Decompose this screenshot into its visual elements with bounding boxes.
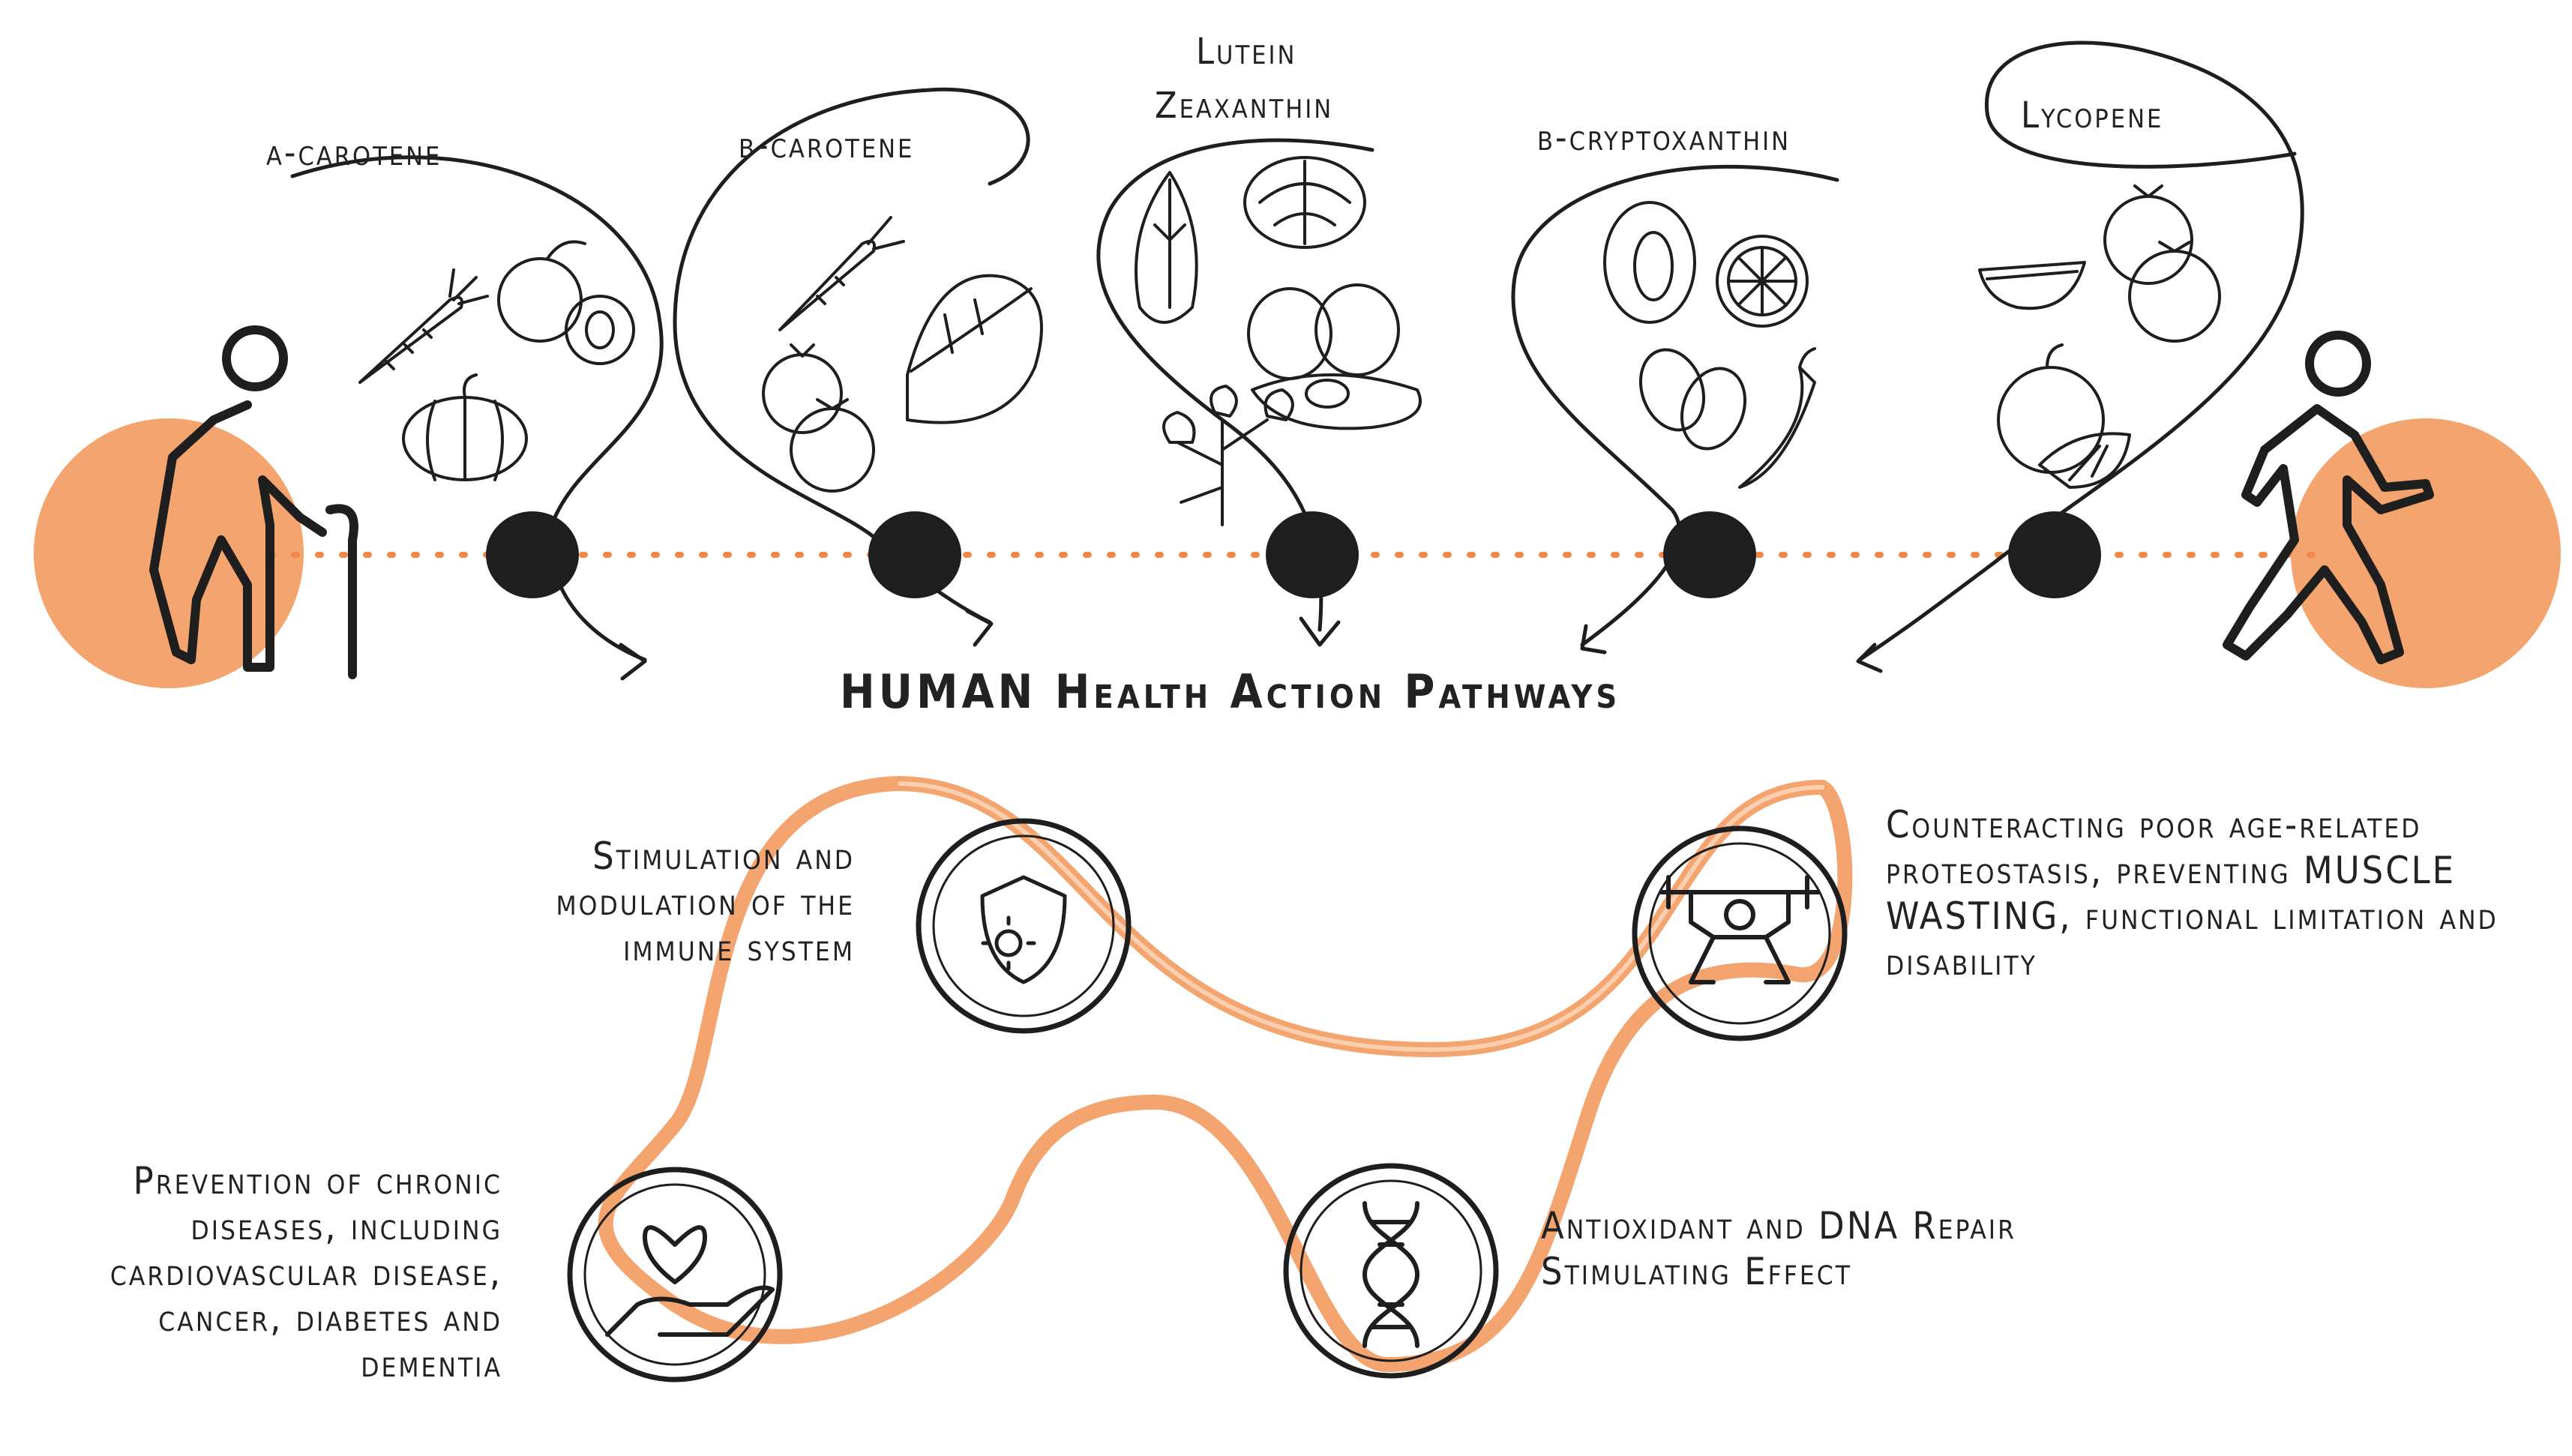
antioxidant-icon-circle <box>1283 1163 1499 1379</box>
timeline-dot-beta <box>868 511 961 598</box>
pathway-connector <box>598 776 1853 1372</box>
elderly-person-with-cane-icon <box>149 325 358 679</box>
carrot-icon <box>778 216 905 331</box>
diagram-title: HUMAN Health Action Pathways <box>840 664 1621 719</box>
pathway-muscle-text: Counteracting poor age-related proteosta… <box>1886 803 2499 984</box>
immune-icon-circle <box>916 818 1132 1034</box>
left-orange-circle <box>34 418 304 688</box>
watermelon-icon <box>1978 261 2086 310</box>
papaya-icon <box>1603 201 1696 324</box>
orange-slice-icon <box>1716 235 1809 328</box>
cabbage-icon <box>1243 156 1366 249</box>
beta-cryptoxanthin-label: β-cryptoxanthin <box>1537 117 1791 159</box>
tomato-icon <box>762 343 875 493</box>
peach-icon <box>497 240 635 365</box>
timeline-dot-cryptoxanthin <box>1663 511 1756 598</box>
grapefruit-icon <box>1997 343 2131 489</box>
alpha-carotene-label: α-carotene <box>266 132 442 174</box>
pathway-immune-text: Stimulation and modulation of the immune… <box>556 834 855 969</box>
weightlifter-icon <box>1659 875 1821 984</box>
carrot-icon <box>358 268 489 384</box>
tomato-icon <box>2103 184 2221 343</box>
endive-icon <box>1135 171 1198 324</box>
spinach-icon <box>906 274 1043 424</box>
hand-heart-icon <box>605 1225 775 1337</box>
dna-icon <box>1362 1201 1419 1348</box>
right-orange-circle <box>2291 418 2561 688</box>
walking-person-icon <box>2223 331 2434 664</box>
zeaxanthin-label: Zeaxanthin <box>1155 85 1334 127</box>
pathway-antioxidant-text: Antioxidant and DNA Repair Stimulating E… <box>1541 1204 2016 1293</box>
chili-pepper-icon <box>1738 347 1816 489</box>
lycopene-label: Lycopene <box>2021 94 2164 136</box>
pistachio-icon <box>1638 348 1747 451</box>
parsley-icon <box>1162 385 1294 526</box>
muscle-icon-circle <box>1632 825 1848 1041</box>
timeline-dot-lycopene <box>2008 511 2101 598</box>
egg-icon <box>1247 283 1422 430</box>
alpha-carotene-swirl <box>290 155 664 681</box>
lutein-swirl <box>1096 138 1374 647</box>
lutein-label: Lutein <box>1196 31 1297 73</box>
pumpkin-icon <box>402 373 528 481</box>
shield-virus-icon <box>980 875 1067 984</box>
timeline-dots <box>486 511 2101 598</box>
lycopene-swirl <box>1856 40 2304 673</box>
timeline-dot-lutein <box>1266 511 1359 598</box>
beta-carotene-label: β-carotene <box>739 124 915 166</box>
timeline-dot-alpha <box>486 511 579 598</box>
pathway-chronic-text: Prevention of chronic diseases, includin… <box>109 1159 502 1386</box>
chronic-disease-icon-circle <box>567 1167 783 1383</box>
beta-carotene-swirl <box>673 87 1030 647</box>
